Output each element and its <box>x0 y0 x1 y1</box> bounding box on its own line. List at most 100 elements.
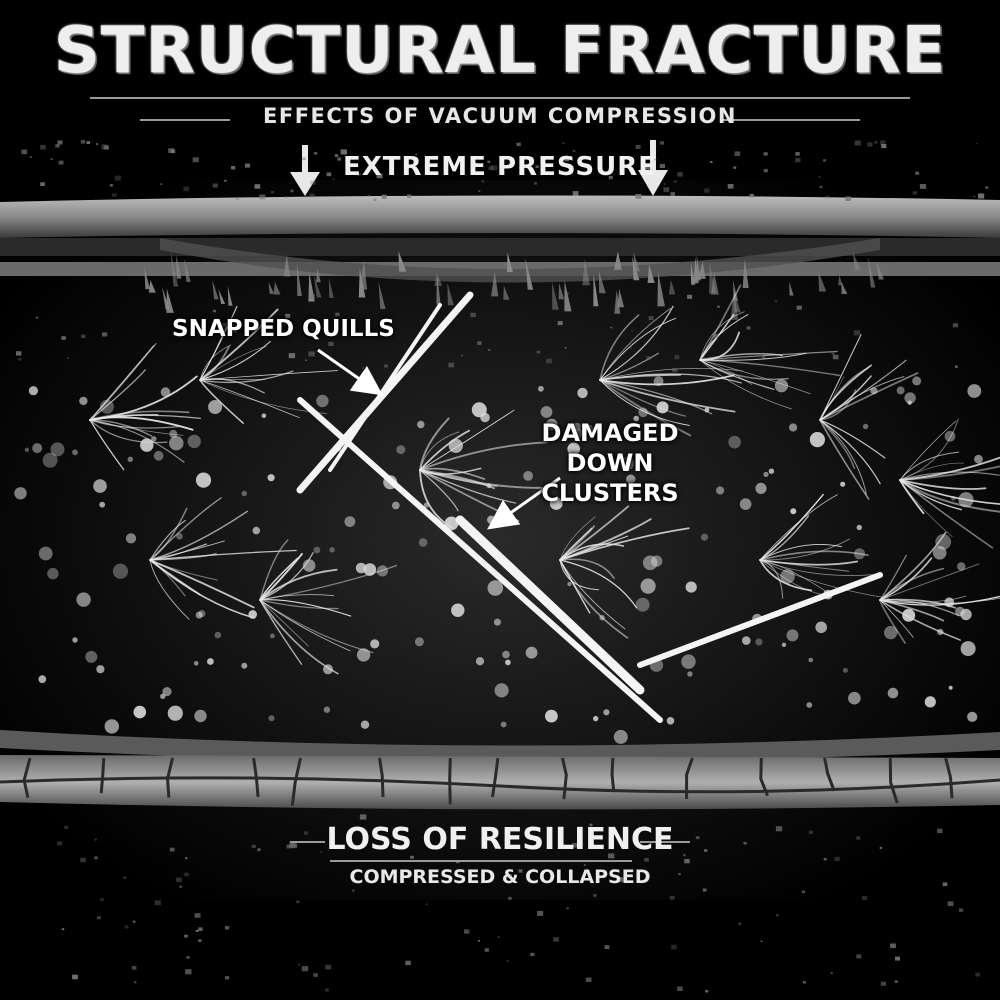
feather-strand <box>879 567 945 601</box>
speckle <box>608 853 615 859</box>
feather-strand <box>879 554 907 601</box>
feather-strand <box>559 535 629 561</box>
speckle <box>114 175 121 181</box>
feather-strand <box>819 419 856 469</box>
speckle <box>760 940 763 942</box>
feather-strand <box>699 359 811 395</box>
speckle <box>497 936 500 939</box>
speckle <box>198 939 202 942</box>
down-cluster <box>214 631 222 639</box>
speckle <box>464 929 470 934</box>
speckle <box>534 182 537 185</box>
feather-strand <box>879 599 914 638</box>
down-cluster <box>848 691 861 705</box>
down-cluster <box>955 606 965 617</box>
speckle <box>212 309 216 313</box>
fragment <box>491 271 499 297</box>
speckle <box>58 160 64 165</box>
speckle <box>738 922 741 925</box>
speckle <box>683 854 686 857</box>
down-cluster <box>100 399 114 414</box>
down-cluster <box>685 581 697 593</box>
speckle <box>880 981 886 986</box>
speckle <box>198 927 203 931</box>
down-cluster <box>195 611 203 619</box>
down-cluster <box>169 436 184 451</box>
feather-strand <box>899 418 959 481</box>
speckle <box>516 142 521 147</box>
speckle <box>175 877 182 883</box>
down-cluster <box>538 385 544 392</box>
down-cluster <box>523 471 533 481</box>
feather-strand <box>819 364 872 421</box>
speckle <box>184 934 188 938</box>
feather-strand <box>559 559 638 609</box>
speckle <box>670 192 675 196</box>
down-cluster <box>572 428 583 439</box>
feather-strand <box>879 599 962 641</box>
down-cluster <box>90 416 97 423</box>
speckle <box>94 838 97 841</box>
speckle <box>553 937 559 942</box>
fragment <box>668 279 676 295</box>
speckle <box>530 952 535 957</box>
callout-snapped-quills: SNAPPED QUILLS <box>172 316 395 342</box>
feather-strand <box>599 317 677 381</box>
feather-strand <box>599 374 735 386</box>
feather-strand <box>599 379 686 417</box>
feather-strand <box>879 599 906 644</box>
speckle <box>259 194 266 200</box>
feather-strand <box>819 419 881 485</box>
speckle <box>895 956 900 961</box>
speckle <box>313 973 318 977</box>
speckle <box>959 908 964 912</box>
down-cluster <box>593 715 599 722</box>
speckle <box>40 182 45 186</box>
speckle <box>712 333 718 338</box>
feather-strand <box>199 340 271 381</box>
speckle <box>308 293 315 299</box>
subtitle: EFFECTS OF VACUUM COMPRESSION <box>263 104 737 128</box>
feather-strand <box>599 379 692 437</box>
feather-strand <box>199 378 265 394</box>
feather-strand <box>259 599 351 652</box>
speckle <box>373 198 377 201</box>
down-cluster <box>96 665 105 674</box>
fragment <box>398 250 407 272</box>
speckle <box>717 305 720 308</box>
speckle <box>684 858 690 864</box>
speckle <box>461 354 463 357</box>
down-cluster <box>38 546 53 561</box>
speckle <box>235 196 240 200</box>
speckle <box>64 825 69 829</box>
down-cluster <box>302 559 316 572</box>
down-cluster <box>681 654 696 669</box>
speckle <box>109 184 113 187</box>
speckle <box>61 336 66 340</box>
speckle <box>474 162 478 165</box>
speckle <box>332 178 335 180</box>
down-cluster <box>193 661 199 666</box>
speckle <box>448 362 455 368</box>
down-cluster <box>781 642 787 647</box>
down-cluster <box>195 472 212 488</box>
fragment <box>841 281 848 294</box>
feather-strand <box>759 493 824 561</box>
feather-strand <box>419 431 460 471</box>
speckle <box>705 989 709 993</box>
fragment <box>525 258 534 290</box>
fragment <box>876 261 884 280</box>
feather-strand <box>89 410 190 421</box>
fragment <box>162 286 170 310</box>
down-cluster <box>38 675 47 684</box>
down-cluster <box>613 729 628 744</box>
down-cluster <box>815 621 827 634</box>
feather-strand <box>699 284 742 361</box>
feather-strand <box>199 346 267 381</box>
feather-strand <box>559 559 629 639</box>
speckle <box>481 180 485 183</box>
snapped-quills <box>296 291 883 723</box>
speckle <box>593 894 597 897</box>
down-cluster <box>789 423 798 432</box>
speckle <box>825 195 830 199</box>
